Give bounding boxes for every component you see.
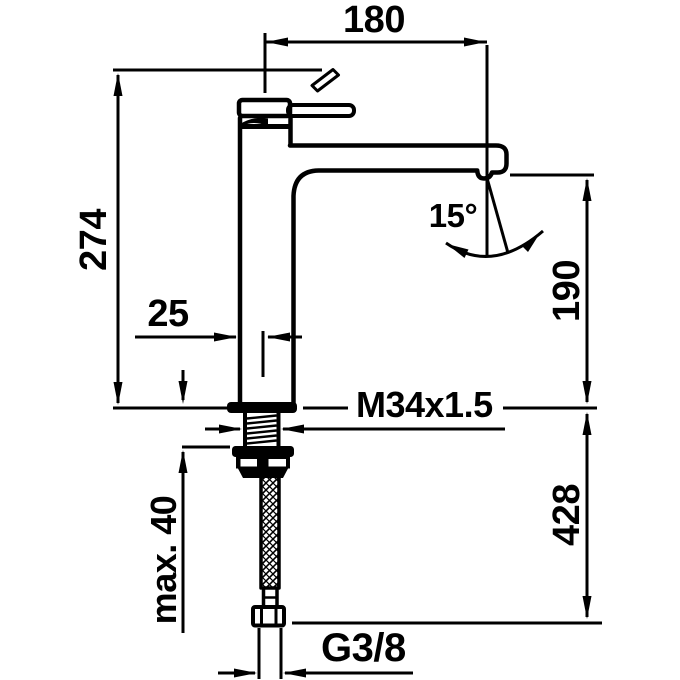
raised-lever-mark — [310, 68, 340, 93]
dim-spout-projection-label: 180 — [343, 0, 405, 41]
arrowhead-arc-right — [521, 233, 540, 252]
arrowhead-180-left — [266, 37, 288, 47]
arrowhead-428-bottom — [582, 596, 592, 619]
arrowhead-180-right — [464, 37, 486, 47]
dim-body-depth-label: 25 — [147, 293, 189, 335]
dim-spout-height-label: 190 — [546, 260, 588, 322]
dim-mounting-thread-label: M34x1.5 — [356, 384, 493, 425]
arrowhead-428-top — [582, 412, 592, 435]
dim-overall-height-label: 428 — [546, 484, 588, 546]
arrowhead-max40-down — [178, 381, 188, 404]
mounting-nut — [236, 457, 290, 469]
angle-slant-line — [485, 177, 510, 254]
arrowhead-25-left — [214, 332, 237, 342]
handle-knob — [236, 97, 293, 119]
dimension-arrowheads — [113, 37, 592, 678]
arrowhead-m34-right — [281, 424, 304, 434]
arrowhead-m34-left — [219, 424, 242, 434]
base-plate — [227, 402, 297, 413]
dim-supply-connection-label: G3/8 — [321, 626, 406, 670]
faucet-outline — [227, 68, 509, 628]
dimension-labels: 180 274 25 15° 190 M34x1.5 max. 40 428 G… — [73, 0, 588, 670]
arrowhead-g38-left — [234, 668, 257, 678]
supply-hose-braid — [262, 478, 278, 588]
nut-facet-right — [268, 459, 286, 467]
mounting-flange — [232, 446, 294, 457]
dim-spray-angle-label: 15° — [429, 197, 477, 234]
dim-fixture-height-label: 274 — [73, 209, 115, 271]
arrowhead-190-top — [582, 178, 592, 201]
arrowhead-25-right — [267, 332, 290, 342]
arrowhead-190-bottom — [582, 381, 592, 404]
nut-chamfer — [238, 468, 288, 478]
handle-gap-swoosh — [240, 117, 268, 126]
dim-max-deck-thickness-label: max. 40 — [143, 496, 184, 625]
spout-profile — [287, 143, 509, 406]
hose-hex-nut — [251, 605, 286, 628]
arrowhead-arc-left — [447, 244, 469, 258]
arrowhead-max40-up — [178, 450, 188, 473]
thread-hatching — [246, 414, 277, 445]
arrowhead-274-top — [113, 73, 123, 96]
arrowhead-g38-right — [283, 668, 306, 678]
nut-facet-left — [240, 459, 257, 467]
arrowhead-274-bottom — [113, 382, 123, 405]
